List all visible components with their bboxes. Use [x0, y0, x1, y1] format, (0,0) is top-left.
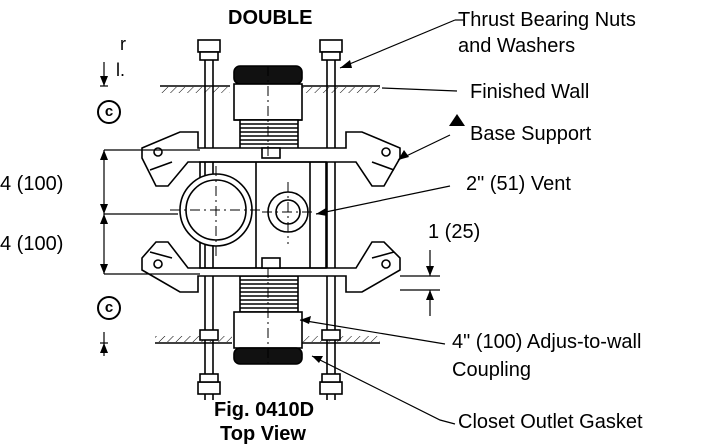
figure-caption: Fig. 0410D: [214, 399, 315, 421]
vent-label: 2" (51) Vent: [466, 173, 571, 195]
dimension-upper: 4 (100): [0, 173, 64, 195]
coupling-label: 4" (100) Adjus-to-wall: [452, 331, 642, 353]
triangle-icon: [449, 114, 465, 126]
fitting-diagram: [100, 19, 465, 425]
thrust-bearing-label-2: and Washers: [458, 35, 576, 57]
top-bellows: [239, 119, 299, 151]
finished-wall-top: [160, 85, 380, 93]
edge-fragment-a: r: [120, 34, 126, 54]
base-support-label: Base Support: [470, 123, 592, 145]
dim-arrowheads: [100, 76, 434, 353]
thrust-nuts: [197, 39, 343, 395]
dimension-lower: 4 (100): [0, 233, 64, 255]
diagram-title: DOUBLE: [228, 7, 313, 29]
coupling-label-2: Coupling: [452, 359, 531, 381]
centerlines: [170, 66, 316, 364]
gasket-label: Closet Outlet Gasket: [458, 411, 643, 433]
dimension-right: 1 (25): [428, 221, 481, 243]
edge-fragment-b: l.: [116, 60, 125, 80]
leader-arrowheads: [300, 60, 409, 363]
centerline-symbol-bottom: c: [97, 296, 121, 320]
centerline-symbol-top: c: [97, 100, 121, 124]
fitting-body: [179, 147, 327, 269]
thrust-bearing-label: Thrust Bearing Nuts: [458, 9, 636, 31]
figure-caption-2: Top View: [220, 423, 306, 445]
finished-wall-label: Finished Wall: [470, 81, 590, 103]
bottom-bellows: [239, 275, 299, 313]
base-support-lower: [141, 241, 401, 293]
